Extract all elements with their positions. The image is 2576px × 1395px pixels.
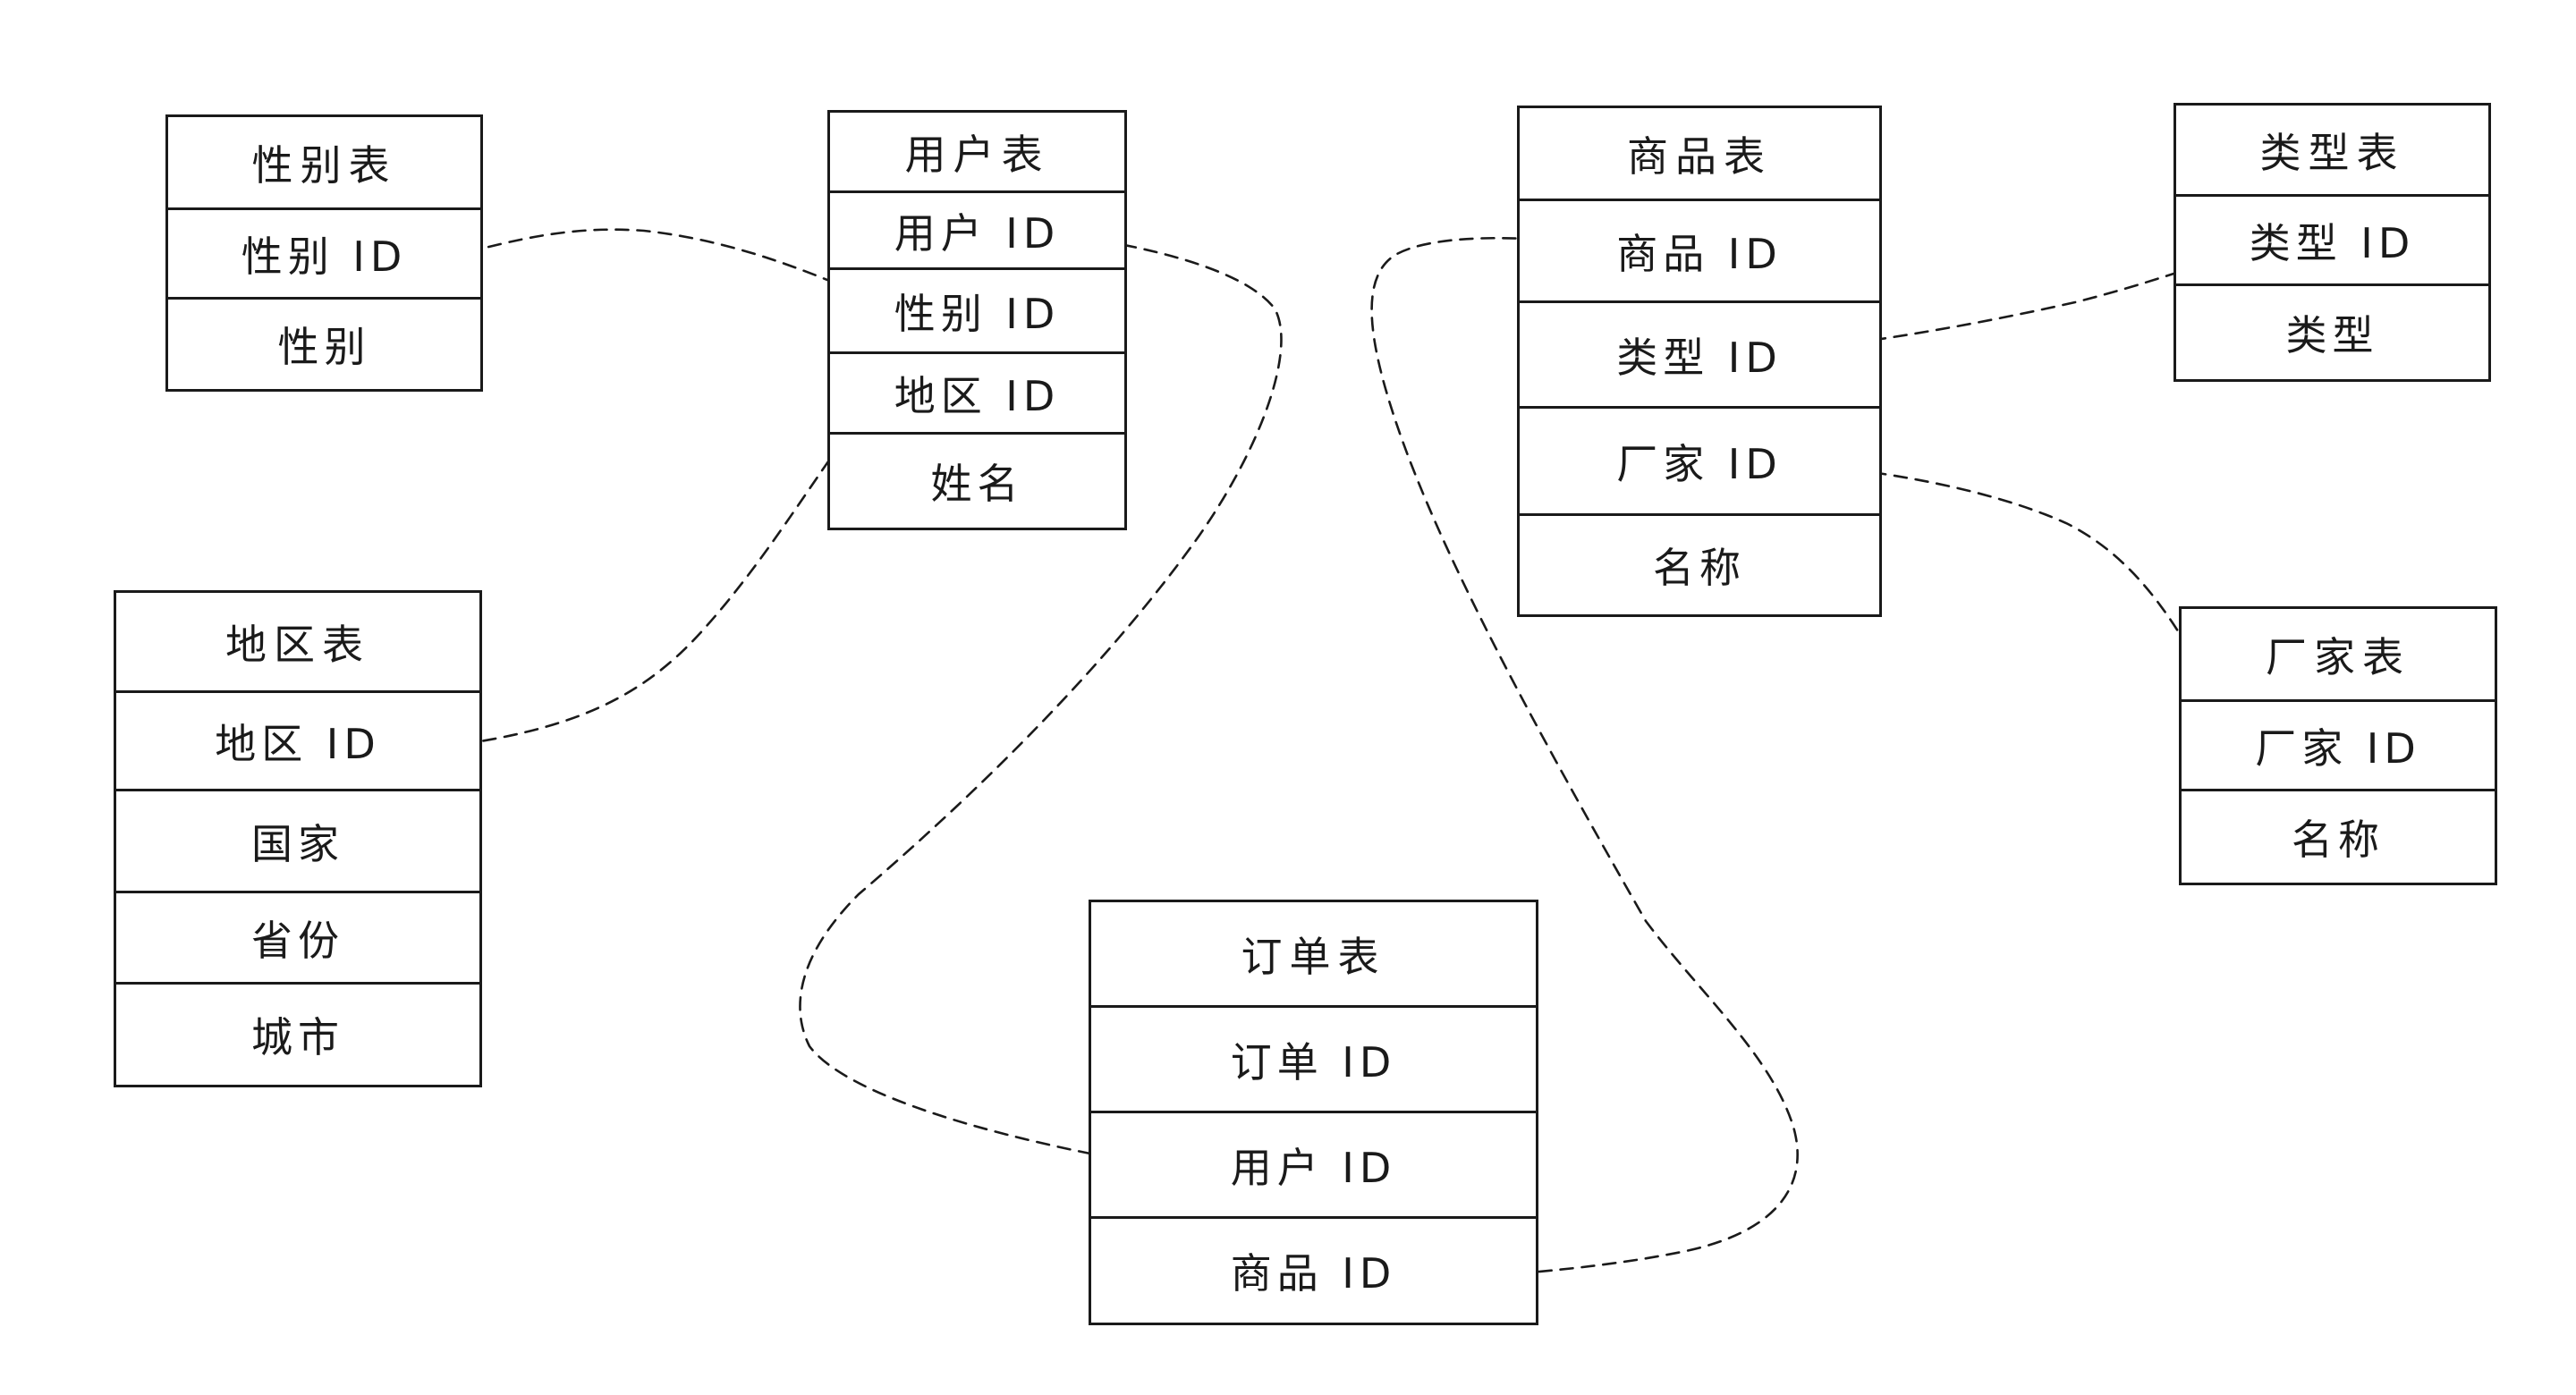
table-order: 订单表 订单 ID 用户 ID 商品 ID (1089, 900, 1538, 1325)
table-order-field-user-id: 用户 ID (1091, 1113, 1536, 1219)
table-product-field-type-id: 类型 ID (1520, 303, 1879, 409)
relation-user-region-line (419, 390, 883, 751)
table-product: 商品表 商品 ID 类型 ID 厂家 ID 名称 (1517, 106, 1882, 617)
table-product-field-maker-id: 厂家 ID (1520, 409, 1879, 516)
table-user-title: 用户表 (830, 113, 1124, 193)
table-region-field-city: 城市 (251, 1013, 344, 1061)
table-maker-field-name: 名称 (2292, 816, 2385, 864)
table-order-title: 订单表 (1091, 902, 1536, 1008)
table-region: 地区表 地区 ID 国家 省份 城市 (114, 590, 482, 1087)
table-user: 用户表 用户 ID 性别 ID 地区 ID 姓名 (827, 110, 1127, 530)
table-gender-field-gender-id: 性别 ID (168, 210, 480, 300)
table-type-title: 类型表 (2176, 106, 2488, 197)
table-maker: 厂家表 厂家 ID 名称 (2179, 606, 2497, 885)
table-region-field-country: 国家 (116, 791, 479, 893)
table-user-field-name: 姓名 (930, 460, 1024, 508)
table-maker-title: 厂家表 (2182, 609, 2495, 702)
table-gender-field-gender: 性别 (277, 323, 371, 371)
table-maker-field-maker-id: 厂家 ID (2182, 702, 2495, 791)
table-user-field-user-id: 用户 ID (830, 193, 1124, 270)
relation-product-order-line (1370, 236, 1799, 1282)
table-type-field-type-id: 类型 ID (2176, 197, 2488, 286)
table-product-field-product-id: 商品 ID (1520, 201, 1879, 303)
table-region-title: 地区表 (116, 593, 479, 693)
table-region-field-province: 省份 (116, 893, 479, 985)
table-user-field-gender-id: 性别 ID (830, 270, 1124, 354)
table-type-field-type: 类型 (2285, 311, 2379, 359)
table-order-field-product-id: 商品 ID (1230, 1249, 1397, 1298)
table-order-field-order-id: 订单 ID (1091, 1008, 1536, 1113)
table-region-field-region-id: 地区 ID (116, 693, 479, 791)
table-gender-title: 性别表 (168, 117, 480, 210)
table-product-field-name: 名称 (1653, 544, 1746, 592)
table-user-field-region-id: 地区 ID (830, 354, 1124, 435)
table-type: 类型表 类型 ID 类型 (2174, 103, 2491, 382)
table-product-title: 商品表 (1520, 108, 1879, 201)
table-gender: 性别表 性别 ID 性别 (165, 114, 483, 392)
relation-user-order-line (799, 232, 1283, 1173)
